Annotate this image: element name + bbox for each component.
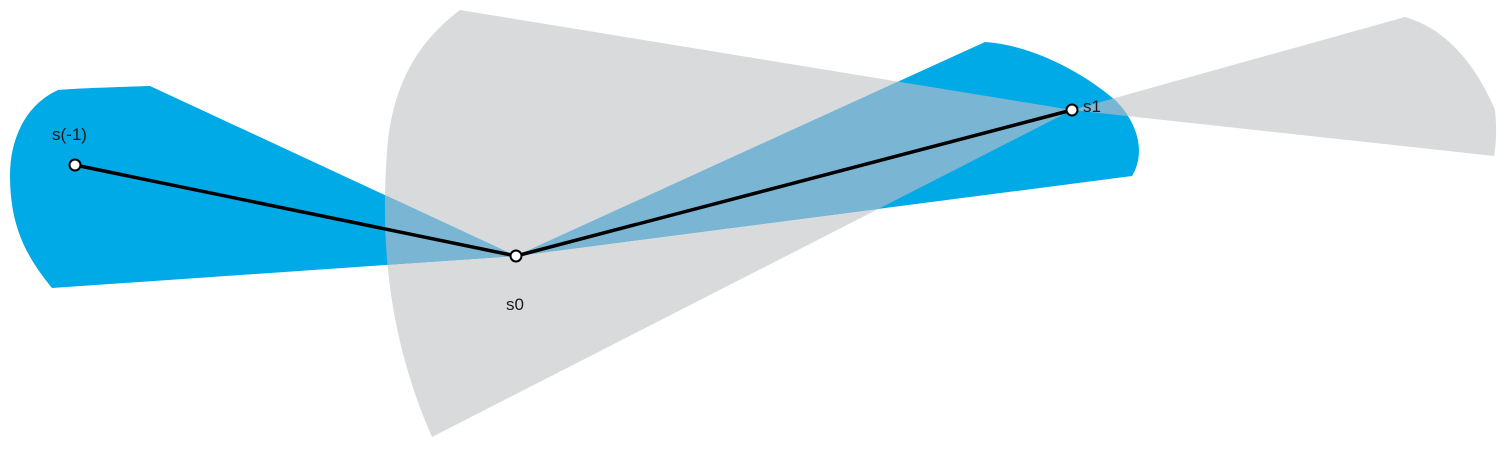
gray-cone-right	[1072, 17, 1497, 156]
node-next-label: s1	[1083, 97, 1101, 116]
node-current[interactable]	[509, 249, 523, 263]
edge-prev-current	[73, 163, 518, 258]
node-prev-label: s(-1)	[52, 125, 87, 144]
node-current-label: s0	[506, 295, 524, 314]
node-prev[interactable]	[68, 158, 82, 172]
edge-current-next	[514, 108, 1074, 258]
node-next[interactable]	[1065, 103, 1079, 117]
